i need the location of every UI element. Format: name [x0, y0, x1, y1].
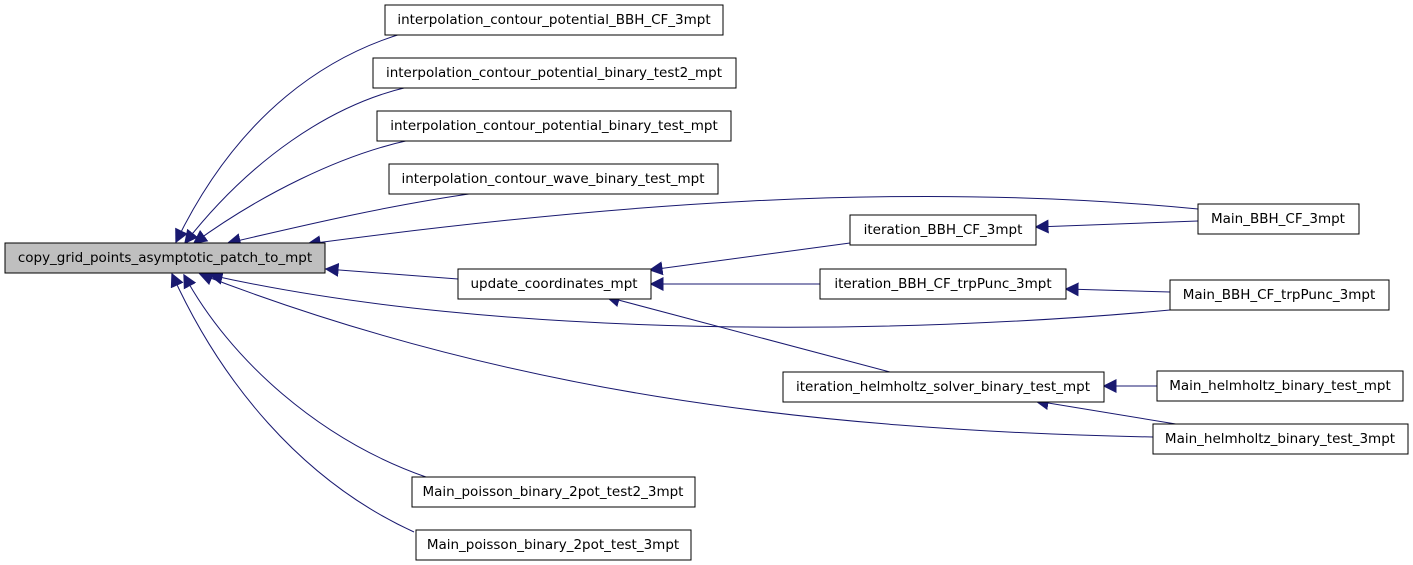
node-main-poisson-binary-2pot-test2-3mpt[interactable]: Main_poisson_binary_2pot_test2_3mpt — [411, 476, 696, 508]
edge-interp-bbh-to-root — [175, 32, 405, 244]
node-label: interpolation_contour_potential_BBH_CF_3… — [397, 12, 710, 28]
edge-path — [226, 192, 477, 247]
node-main-bbh-cf-trppunc-3mpt[interactable]: Main_BBH_CF_trpPunc_3mpt — [1169, 279, 1390, 311]
node-box — [372, 57, 737, 89]
edge-path — [605, 293, 891, 373]
node-update-coordinates-mpt[interactable]: update_coordinates_mpt — [457, 268, 652, 300]
edge-iter-helm-to-update-coords — [605, 293, 891, 373]
node-main-helmholtz-binary-test-3mpt[interactable]: Main_helmholtz_binary_test_3mpt — [1152, 423, 1409, 455]
node-iteration-bbh-cf-3mpt[interactable]: iteration_BBH_CF_3mpt — [849, 214, 1037, 246]
node-label: Main_poisson_binary_2pot_test2_3mpt — [423, 484, 684, 500]
edge-main-bbh-to-iter-bbh — [1034, 219, 1199, 234]
node-interpolation-contour-potential-binary-test2-mpt[interactable]: interpolation_contour_potential_binary_t… — [372, 57, 737, 89]
edge-main-helm3-to-root — [198, 272, 1154, 438]
node-label: interpolation_contour_potential_binary_t… — [386, 65, 722, 81]
node-label: iteration_BBH_CF_3mpt — [864, 222, 1023, 238]
node-box — [376, 110, 732, 142]
node-box — [415, 529, 692, 561]
edge-main-trp-to-iter-trp — [1064, 282, 1171, 297]
node-label: iteration_BBH_CF_trpPunc_3mpt — [834, 276, 1051, 292]
edge-path — [192, 139, 411, 244]
node-box — [819, 268, 1067, 300]
edge-main-helm3-to-iter-helm — [1034, 396, 1189, 427]
node-label: Main_helmholtz_binary_test_3mpt — [1165, 431, 1395, 447]
edge-path — [184, 86, 409, 245]
edge-path — [1064, 282, 1171, 297]
node-box — [457, 268, 652, 300]
edge-interp-test-to-root — [192, 139, 411, 244]
node-main-poisson-binary-2pot-test-3mpt[interactable]: Main_poisson_binary_2pot_test_3mpt — [415, 529, 692, 561]
edge-path — [306, 195, 1199, 250]
node-box — [4, 242, 326, 274]
node-box — [1169, 279, 1390, 311]
edge-interp-wave-to-root — [226, 192, 477, 247]
edge-path — [175, 32, 405, 244]
node-box — [1197, 203, 1360, 235]
nodes-layer: copy_grid_points_asymptotic_patch_to_mpt… — [4, 4, 1409, 561]
edge-path — [1034, 396, 1189, 427]
node-box — [384, 4, 724, 36]
node-label: Main_BBH_CF_trpPunc_3mpt — [1183, 287, 1376, 303]
edges-layer — [170, 32, 1199, 533]
edge-path — [170, 272, 415, 533]
node-label: copy_grid_points_asymptotic_patch_to_mpt — [18, 250, 312, 266]
edge-main-poisson2-to-root — [183, 273, 427, 478]
node-label: iteration_helmholtz_solver_binary_test_m… — [796, 379, 1090, 395]
edge-path — [1034, 219, 1199, 234]
edge-path — [648, 242, 851, 276]
edge-main-bbh-to-root — [306, 195, 1199, 250]
node-label: interpolation_contour_potential_binary_t… — [390, 118, 718, 134]
edge-path — [208, 270, 1171, 328]
edge-main-trp-to-root — [208, 270, 1171, 328]
node-box — [1152, 423, 1409, 455]
edge-path — [198, 272, 1154, 438]
edge-iter-bbh-to-update-coords — [648, 242, 851, 276]
node-main-bbh-cf-3mpt[interactable]: Main_BBH_CF_3mpt — [1197, 203, 1360, 235]
node-box — [782, 371, 1105, 403]
node-interpolation-contour-potential-binary-test-mpt[interactable]: interpolation_contour_potential_binary_t… — [376, 110, 732, 142]
node-iteration-bbh-cf-trppunc-3mpt[interactable]: iteration_BBH_CF_trpPunc_3mpt — [819, 268, 1067, 300]
node-box — [849, 214, 1037, 246]
edge-path — [183, 273, 427, 478]
node-copy-grid-points-asymptotic-patch-to-mpt[interactable]: copy_grid_points_asymptotic_patch_to_mpt — [4, 242, 326, 274]
node-main-helmholtz-binary-test-mpt[interactable]: Main_helmholtz_binary_test_mpt — [1156, 370, 1404, 402]
node-box — [411, 476, 696, 508]
edge-path — [324, 262, 459, 280]
node-interpolation-contour-wave-binary-test-mpt[interactable]: interpolation_contour_wave_binary_test_m… — [388, 163, 719, 195]
edge-main-poisson-to-root — [170, 272, 415, 533]
node-box — [388, 163, 719, 195]
edge-interp-test2-to-root — [184, 86, 409, 245]
node-label: Main_poisson_binary_2pot_test_3mpt — [427, 537, 679, 553]
node-label: update_coordinates_mpt — [470, 276, 637, 292]
node-box — [1156, 370, 1404, 402]
node-interpolation-contour-potential-bbh-cf-3mpt[interactable]: interpolation_contour_potential_BBH_CF_3… — [384, 4, 724, 36]
node-label: Main_BBH_CF_3mpt — [1211, 211, 1345, 227]
edge-update-coords-to-root — [324, 262, 459, 280]
node-iteration-helmholtz-solver-binary-test-mpt[interactable]: iteration_helmholtz_solver_binary_test_m… — [782, 371, 1105, 403]
node-label: interpolation_contour_wave_binary_test_m… — [401, 171, 704, 187]
node-label: Main_helmholtz_binary_test_mpt — [1169, 378, 1391, 394]
